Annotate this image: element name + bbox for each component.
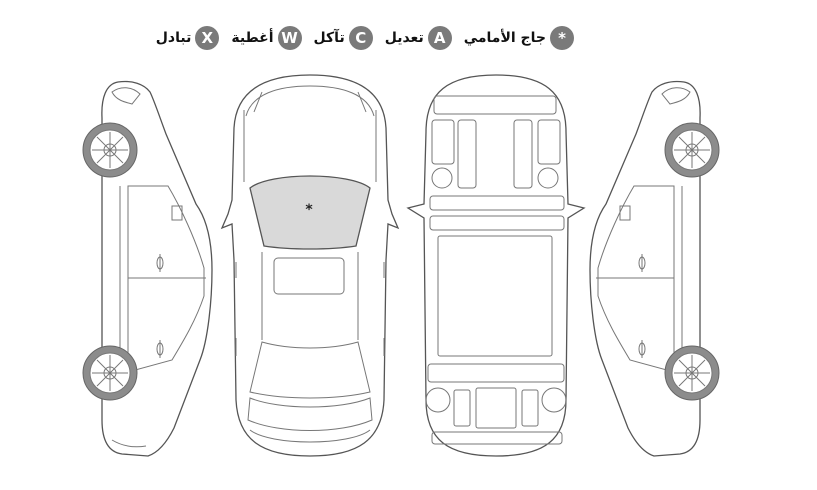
bottom-view-rear-bar bbox=[431, 431, 563, 445]
right-side-front-wheel bbox=[664, 122, 720, 178]
legend-item-windshield: * جاج الأمامي bbox=[460, 26, 574, 50]
legend-badge-a: A bbox=[427, 26, 452, 50]
legend-label-covers: أغطية bbox=[231, 30, 274, 46]
top-view: * bbox=[220, 74, 400, 457]
right-side-rear-door-handle bbox=[638, 340, 646, 358]
legend-badge-x: X bbox=[195, 26, 220, 50]
bottom-view-floor-panel bbox=[437, 235, 553, 357]
right-side-rear-wheel bbox=[664, 345, 720, 401]
legend-label-windshield: جاج الأمامي bbox=[463, 30, 546, 46]
right-side-body bbox=[589, 80, 701, 457]
top-view-hood-line bbox=[245, 85, 375, 117]
windshield-damage-mark: * bbox=[305, 202, 313, 218]
legend-label-replacement: تبادل bbox=[155, 30, 192, 46]
legend-badge-asterisk: * bbox=[550, 26, 574, 50]
legend-item-corrosion: C تآكل bbox=[310, 26, 373, 50]
legend-label-modification: تعديل bbox=[384, 30, 424, 46]
bottom-view-front-bar bbox=[433, 95, 557, 115]
left-side-headlight bbox=[111, 87, 141, 105]
bottom-view-body bbox=[406, 74, 586, 457]
bottom-view bbox=[406, 74, 586, 457]
top-view-sunroof bbox=[273, 257, 345, 295]
windshield bbox=[249, 175, 371, 250]
legend-item-replacement: X تبادل bbox=[152, 26, 220, 50]
left-side-front-wheel bbox=[82, 122, 138, 178]
top-view-body bbox=[220, 74, 400, 457]
legend-badge-c: C bbox=[348, 26, 373, 50]
left-side-view bbox=[82, 80, 213, 457]
top-view-trunk bbox=[247, 397, 373, 431]
left-side-door-handle bbox=[156, 254, 164, 272]
left-side-body bbox=[101, 80, 213, 457]
right-side-view bbox=[589, 80, 720, 457]
left-side-rear-wheel bbox=[82, 345, 138, 401]
left-side-window-line bbox=[127, 185, 205, 373]
left-side-mirror bbox=[171, 205, 183, 221]
legend-item-covers: W أغطية bbox=[227, 26, 302, 50]
right-side-mirror bbox=[619, 205, 631, 221]
left-side-rear-door-handle bbox=[156, 340, 164, 358]
legend-item-modification: A تعديل bbox=[381, 26, 452, 50]
legend: * جاج الأمامي A تعديل C تآكل W أغطية X ت… bbox=[154, 24, 574, 52]
top-view-rear-window bbox=[249, 341, 371, 399]
legend-label-corrosion: تآكل bbox=[313, 30, 345, 46]
legend-badge-w: W bbox=[277, 26, 302, 50]
right-side-door-handle bbox=[638, 254, 646, 272]
